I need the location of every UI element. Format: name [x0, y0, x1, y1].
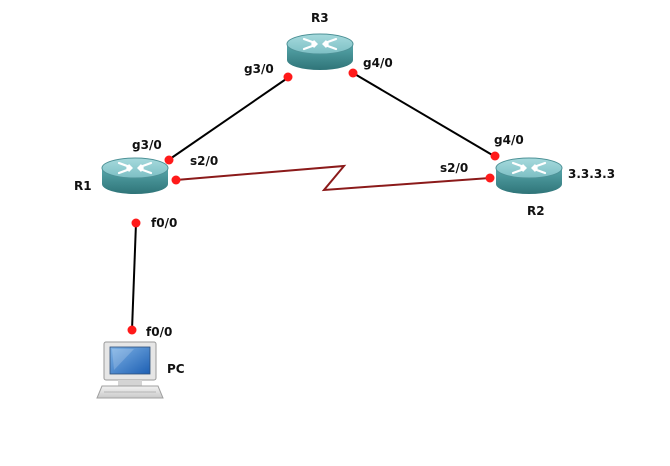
interface-label-r2-s2: s2/0	[440, 161, 468, 175]
device-label-r1: R1	[74, 179, 92, 193]
router-icon	[494, 156, 564, 196]
router-icon	[285, 32, 355, 72]
device-label-r2: R2	[527, 204, 545, 218]
router-r2[interactable]	[494, 156, 564, 196]
link-r1-r3	[166, 76, 290, 162]
interface-label-pc-f0: f0/0	[146, 325, 172, 339]
device-label-pc: PC	[167, 362, 185, 376]
endpoint-r1-f0[interactable]	[131, 218, 141, 228]
endpoint-r3-g4[interactable]	[348, 68, 358, 78]
endpoint-r1-s2[interactable]	[171, 175, 181, 185]
interface-label-r2-g4: g4/0	[494, 133, 524, 147]
endpoint-pc-f0[interactable]	[127, 325, 137, 335]
interface-label-r1-f0: f0/0	[151, 216, 177, 230]
link-r1-r2-serial	[175, 164, 491, 192]
device-note-r2: 3.3.3.3	[568, 167, 615, 181]
endpoint-r3-g3[interactable]	[283, 72, 293, 82]
router-r1[interactable]	[100, 156, 170, 196]
endpoint-r2-g4[interactable]	[490, 151, 500, 161]
endpoint-dots	[127, 68, 500, 335]
interface-label-r1-s2: s2/0	[190, 154, 218, 168]
interface-label-r3-g4: g4/0	[363, 56, 393, 70]
pc-device[interactable]	[96, 341, 164, 399]
device-label-r3: R3	[311, 11, 329, 25]
router-icon	[100, 156, 170, 196]
link-r3-r2	[352, 72, 495, 157]
endpoint-r2-s2[interactable]	[485, 173, 495, 183]
link-r1-pc	[131, 222, 137, 331]
interface-label-r1-g3: g3/0	[132, 138, 162, 152]
interface-label-r3-g3: g3/0	[244, 62, 274, 76]
endpoint-r1-g3[interactable]	[164, 155, 174, 165]
computer-icon	[96, 341, 164, 399]
router-r3[interactable]	[285, 32, 355, 72]
